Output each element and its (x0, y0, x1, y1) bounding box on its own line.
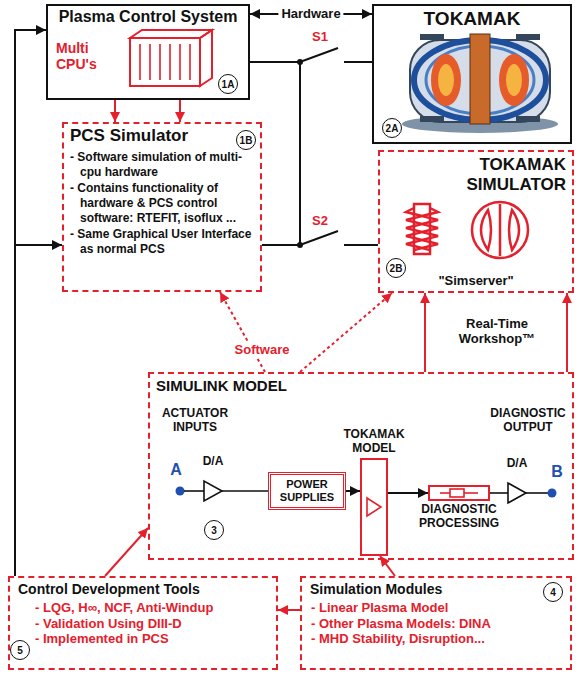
box-text: Multi CPU's (56, 40, 114, 72)
box-title: TOKAMAK MODEL (335, 428, 413, 456)
box-text: "Simserver" (380, 273, 572, 288)
connector (300, 293, 392, 372)
box-title: PCS Simulator (70, 126, 260, 146)
callout-number: 4 (543, 582, 563, 602)
connector (15, 245, 62, 576)
connector-label: Hardware (278, 7, 343, 22)
simulator-box: PCS Simulator - Software simulation of mu… (62, 122, 262, 292)
callout-number: 2A (382, 118, 402, 138)
port-name: A (170, 461, 182, 479)
connector (114, 100, 116, 122)
connector (388, 492, 428, 494)
box-text: - Same Graphical User Interface as norma… (64, 227, 260, 257)
tokamak-simulator-box: TOKAMAK SIMULATOR "Simserver" (378, 150, 574, 293)
callout-number: 2B (386, 258, 406, 278)
box-title: Control Development Tools (18, 581, 276, 597)
simulink-panel: SIMULINK MODEL POWER SUPPLIES TOKAMAK MODE… (148, 372, 574, 560)
signal-chain (176, 481, 557, 516)
tokamak-box: TOKAMAK (372, 4, 572, 144)
callout-number: 1B (236, 130, 256, 150)
connector-label: Real-Time Workshop™ (448, 317, 546, 347)
diagnostic-block: DIAGNOSTIC PROCESSING (428, 485, 490, 501)
box-text: - Contains functionality of hardware & P… (64, 181, 260, 226)
converter-label: D/A (203, 455, 224, 469)
box-title: DIAGNOSTIC PROCESSING (409, 503, 509, 531)
box-text: - LQG, H∞, NCF, Anti-Windup (10, 600, 276, 616)
box-title: TOKAMAK SIMULATOR (442, 155, 566, 196)
box-title: POWER SUPPLIES (271, 478, 343, 503)
cpu-rack (130, 30, 212, 86)
box-text: - Software simulation of multi-cpu hardw… (64, 150, 260, 180)
box-text: - Linear Plasma Model (302, 600, 570, 616)
callout-number: 5 (10, 640, 30, 660)
connector (15, 30, 46, 576)
connector (250, 48, 372, 62)
tokamak-illustration (402, 34, 558, 133)
box-text: - Validation Using DIII-D (10, 616, 276, 632)
control-system-box: Plasma Control SystemMulti CPU's (46, 4, 250, 100)
tokamak-model-block: TOKAMAK MODEL (360, 458, 388, 556)
box-text: - Other Plasma Models: DINA (302, 616, 570, 632)
connector (566, 293, 568, 372)
box-text: - MHD Stability, Disruption... (302, 631, 570, 647)
box-title: Plasma Control System (48, 8, 248, 26)
connector (220, 292, 265, 372)
tools-box: Control Development Tools - LQG, H∞, NCF,… (8, 576, 278, 670)
switch-wire (297, 59, 303, 248)
simserver-illustration (406, 202, 528, 258)
connector-label: S2 (309, 214, 331, 229)
box-title: SIMULINK MODEL (156, 377, 572, 394)
modules-box: Simulation Modules- Linear Plasma Model-… (300, 576, 572, 670)
connector (346, 490, 360, 492)
connector (179, 100, 181, 122)
signal-label: DIAGNOSTIC OUTPUT (488, 407, 568, 435)
connector-label: S1 (309, 30, 331, 45)
connector (250, 13, 372, 15)
connector (278, 609, 300, 611)
connector (424, 293, 426, 372)
box-title: Simulation Modules (310, 581, 570, 597)
connector (262, 231, 378, 245)
converter-label: D/A (507, 457, 528, 471)
port-name: B (551, 463, 563, 481)
connector-label: Software (232, 343, 293, 358)
connector (105, 528, 148, 576)
box-text: - Implemented in PCS (10, 631, 276, 647)
power-supply-block: POWER SUPPLIES (268, 472, 346, 510)
callout-number: 3 (204, 520, 224, 540)
callout-number: 1A (218, 74, 238, 94)
signal-label: ACTUATOR INPUTS (153, 407, 237, 435)
box-title: TOKAMAK (374, 8, 570, 30)
